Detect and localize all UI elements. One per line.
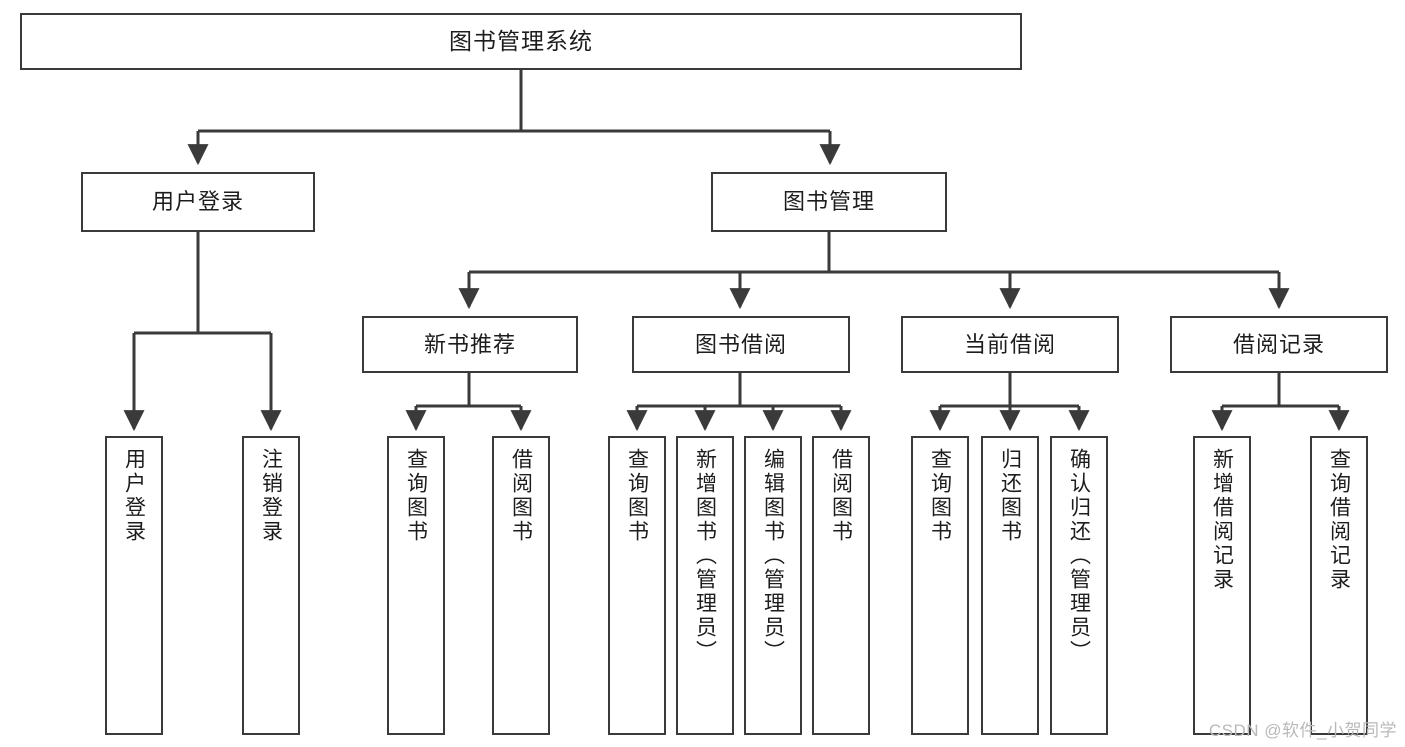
node-new-book-recommend[interactable]: 新书推荐: [362, 316, 578, 373]
node-leaf-query-book-2[interactable]: 查询图书: [608, 436, 666, 735]
node-label: 图书借阅: [694, 331, 787, 357]
node-leaf-query-record[interactable]: 查询借阅记录: [1310, 436, 1368, 735]
node-book-management[interactable]: 图书管理: [711, 172, 947, 232]
node-root-system[interactable]: 图书管理系统: [20, 13, 1022, 70]
node-label: 查询图书: [928, 448, 952, 544]
node-label: 借阅图书: [509, 448, 533, 544]
node-label: 确认归还（管理员）: [1067, 448, 1091, 664]
node-label: 查询图书: [625, 448, 649, 544]
node-leaf-query-book-1[interactable]: 查询图书: [387, 436, 445, 735]
node-label: 查询借阅记录: [1327, 448, 1351, 592]
node-label: 新增图书（管理员）: [693, 448, 717, 664]
node-leaf-add-book[interactable]: 新增图书（管理员）: [676, 436, 734, 735]
node-book-borrow[interactable]: 图书借阅: [632, 316, 850, 373]
node-label: 查询图书: [404, 448, 428, 544]
node-leaf-borrow-book-1[interactable]: 借阅图书: [492, 436, 550, 735]
node-leaf-query-book-3[interactable]: 查询图书: [911, 436, 969, 735]
node-label: 当前借阅: [963, 331, 1056, 357]
node-leaf-logout[interactable]: 注销登录: [242, 436, 300, 735]
node-label: 新书推荐: [423, 331, 516, 357]
node-label: 借阅记录: [1232, 331, 1325, 357]
node-label: 图书管理: [782, 189, 875, 215]
node-label: 借阅图书: [829, 448, 853, 544]
node-leaf-add-record[interactable]: 新增借阅记录: [1193, 436, 1251, 735]
node-label: 用户登录: [151, 189, 244, 215]
watermark: CSDN @软件_小贺同学: [1208, 721, 1397, 740]
node-leaf-return-book[interactable]: 归还图书: [981, 436, 1039, 735]
node-leaf-confirm-return[interactable]: 确认归还（管理员）: [1050, 436, 1108, 735]
node-user-login[interactable]: 用户登录: [81, 172, 315, 232]
node-label: 归还图书: [998, 448, 1022, 544]
node-label: 用户登录: [122, 448, 146, 544]
node-label: 编辑图书（管理员）: [761, 448, 785, 664]
node-leaf-borrow-book-2[interactable]: 借阅图书: [812, 436, 870, 735]
node-label: 图书管理系统: [449, 28, 593, 55]
node-leaf-edit-book[interactable]: 编辑图书（管理员）: [744, 436, 802, 735]
node-current-borrow[interactable]: 当前借阅: [901, 316, 1119, 373]
node-borrow-record[interactable]: 借阅记录: [1170, 316, 1388, 373]
node-label: 新增借阅记录: [1210, 448, 1234, 592]
node-label: 注销登录: [259, 448, 283, 544]
node-leaf-user-login[interactable]: 用户登录: [105, 436, 163, 735]
